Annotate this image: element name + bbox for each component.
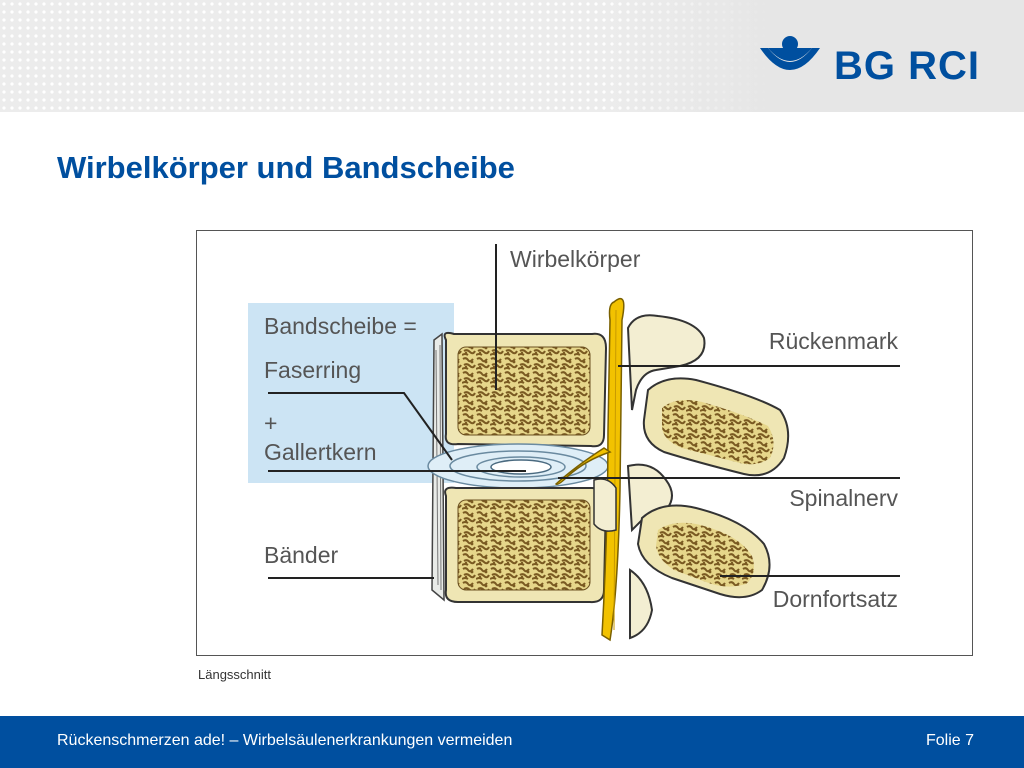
leader-faserring [268, 392, 453, 461]
spinal-cord [601, 297, 625, 642]
page-title: Wirbelkörper und Bandscheibe [57, 150, 515, 185]
footer-title: Rückenschmerzen ade! – Wirbelsäulenerkra… [57, 732, 513, 749]
label-wirbelkoerper: Wirbelkörper [510, 246, 641, 272]
label-baender: Bänder [264, 542, 339, 568]
bg-rci-logo [760, 36, 820, 70]
label-spinalnerv: Spinalnerv [789, 485, 898, 511]
posterior-arch-upper [626, 314, 706, 411]
label-plus: + [264, 410, 277, 436]
label-bandscheibe: Bandscheibe = [264, 313, 417, 339]
spinal-nerve [554, 447, 612, 486]
footer-bar [0, 716, 1024, 768]
label-gallertkern: Gallertkern [264, 439, 376, 465]
spine-diagram: Wirbelkörper Bandscheibe = Faserring + G… [248, 244, 900, 642]
slide-number: Folie 7 [925, 732, 974, 749]
label-faserring: Faserring [264, 357, 361, 383]
caption: Längsschnitt [198, 667, 271, 682]
logo-text: BG RCI [834, 44, 980, 88]
label-dornfortsatz: Dornfortsatz [773, 586, 898, 612]
label-rueckenmark: Rückenmark [769, 328, 899, 354]
